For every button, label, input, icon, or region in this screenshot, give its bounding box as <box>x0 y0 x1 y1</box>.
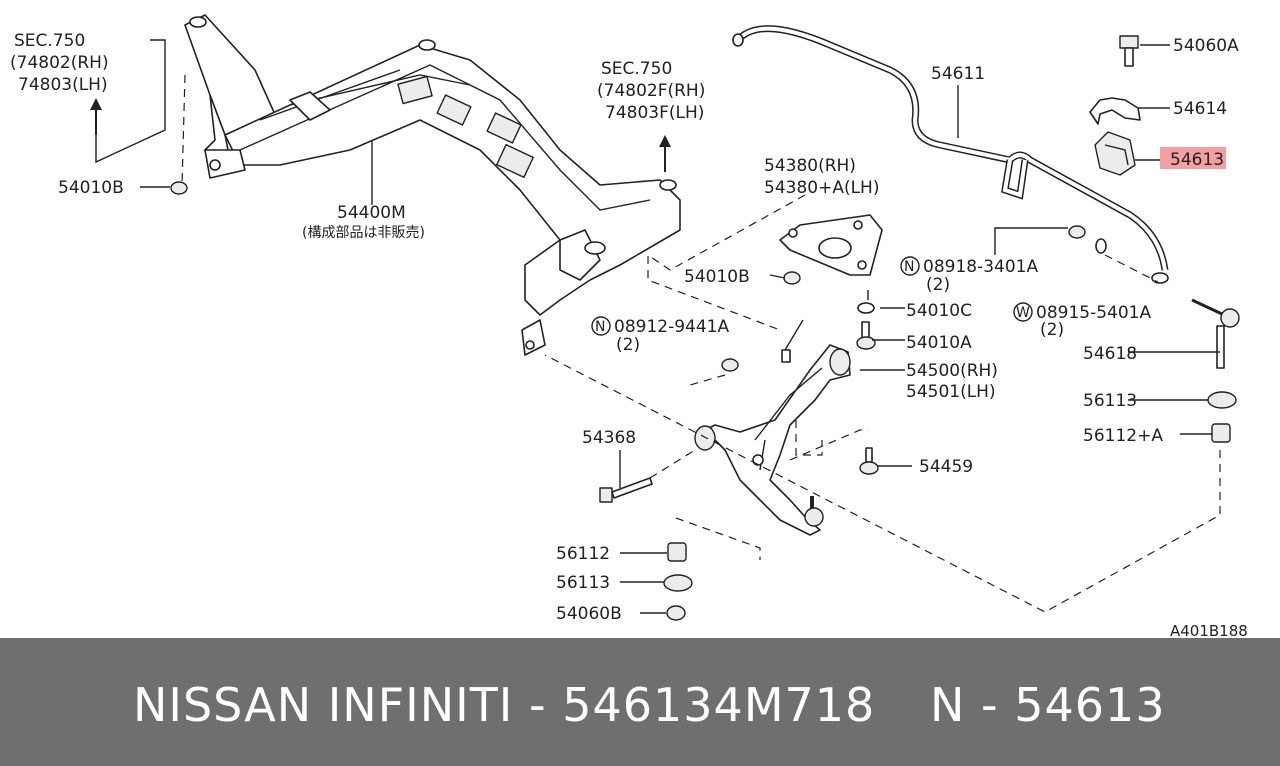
bolt-54060a-icon <box>1119 35 1139 67</box>
label-56113-right: 56113 <box>1083 391 1137 411</box>
label-08918-qty: (2) <box>926 275 950 295</box>
bushing-54613-icon <box>1094 131 1136 176</box>
footer-bar: NISSAN INFINITI - 546134M718 N - 54613 <box>0 638 1280 766</box>
bracket-54380-icon <box>779 214 883 276</box>
bolt-54010a-icon <box>856 321 876 350</box>
label-74802f-rh: (74802F(RH) <box>597 81 705 101</box>
clamp-54614-icon <box>1089 97 1141 125</box>
label-54060b: 54060B <box>556 604 622 624</box>
arrow-up-center-icon <box>659 135 671 172</box>
label-54010b-center: 54010B <box>684 267 750 287</box>
label-08912-prefix: N <box>595 319 605 335</box>
bolt-54459-icon <box>859 447 879 475</box>
label-54010b-left: 54010B <box>58 178 124 198</box>
diagram-code: A401B188 <box>1170 622 1248 638</box>
subframe-54400m <box>184 14 681 356</box>
label-54613: 54613 <box>1170 150 1224 170</box>
arrow-up-left-icon <box>90 98 102 135</box>
label-74803f-lh: 74803F(LH) <box>605 103 704 123</box>
label-74803-lh: 74803(LH) <box>18 75 108 95</box>
label-54459: 54459 <box>919 457 973 477</box>
nut-08912-icon <box>721 358 739 372</box>
label-08918-prefix: N <box>904 259 914 275</box>
label-08915-qty: (2) <box>1040 320 1064 340</box>
label-54010c: 54010C <box>906 301 972 321</box>
nut-54010b-left-icon <box>170 181 188 195</box>
bushing-56113-left-icon <box>663 574 693 592</box>
label-08915-prefix: W <box>1016 305 1030 321</box>
label-54368: 54368 <box>582 428 636 448</box>
label-54501-lh: 54501(LH) <box>906 382 996 402</box>
highlight-54613 <box>1160 147 1226 169</box>
label-sec750-center: SEC.750 <box>601 59 672 79</box>
label-08912-qty: (2) <box>616 335 640 355</box>
label-54060a: 54060A <box>1173 36 1239 56</box>
label-08918: 08918-3401A <box>923 257 1038 277</box>
label-56112: 56112 <box>556 544 610 564</box>
label-56113-left: 56113 <box>556 573 610 593</box>
label-54500-rh: 54500(RH) <box>906 361 998 381</box>
label-56112a: 56112+A <box>1083 426 1163 446</box>
label-08912: 08912-9441A <box>614 317 729 337</box>
label-54611: 54611 <box>931 64 985 84</box>
nut-54060b-icon <box>666 605 686 621</box>
stabilizer-link-54618-icon <box>1191 298 1240 369</box>
label-54614: 54614 <box>1173 99 1227 119</box>
footer-part-number: NISSAN INFINITI - 546134M718 <box>133 678 876 732</box>
label-74802-rh: (74802(RH) <box>10 53 109 73</box>
label-54380a-lh: 54380+A(LH) <box>764 178 879 198</box>
parts-diagram: SEC.750 (74802(RH) 74803(LH) 54010B 5440… <box>10 14 1248 638</box>
label-54380-rh: 54380(RH) <box>764 156 856 176</box>
washer-54010c-icon <box>857 302 875 314</box>
label-54400m: 54400M <box>337 203 406 223</box>
label-54618: 54618 <box>1083 344 1137 364</box>
bushing-56112a-icon <box>1211 423 1231 443</box>
lower-arm-54500-icon <box>694 344 851 536</box>
bushing-56113-right-icon <box>1207 391 1237 409</box>
nut-08918-icon <box>1068 225 1086 239</box>
label-sec750-left: SEC.750 <box>14 31 85 51</box>
label-08915: 08915-5401A <box>1036 303 1151 323</box>
label-54010a: 54010A <box>906 333 972 353</box>
nut-54010b-icon <box>783 271 801 285</box>
label-54400m-note: (構成部品は非販売) <box>302 225 425 241</box>
washer-08915-icon <box>1095 238 1107 254</box>
footer-part-code: N - 54613 <box>930 678 1166 732</box>
bolt-54368-icon <box>599 477 653 503</box>
bushing-56112-icon <box>667 542 687 562</box>
